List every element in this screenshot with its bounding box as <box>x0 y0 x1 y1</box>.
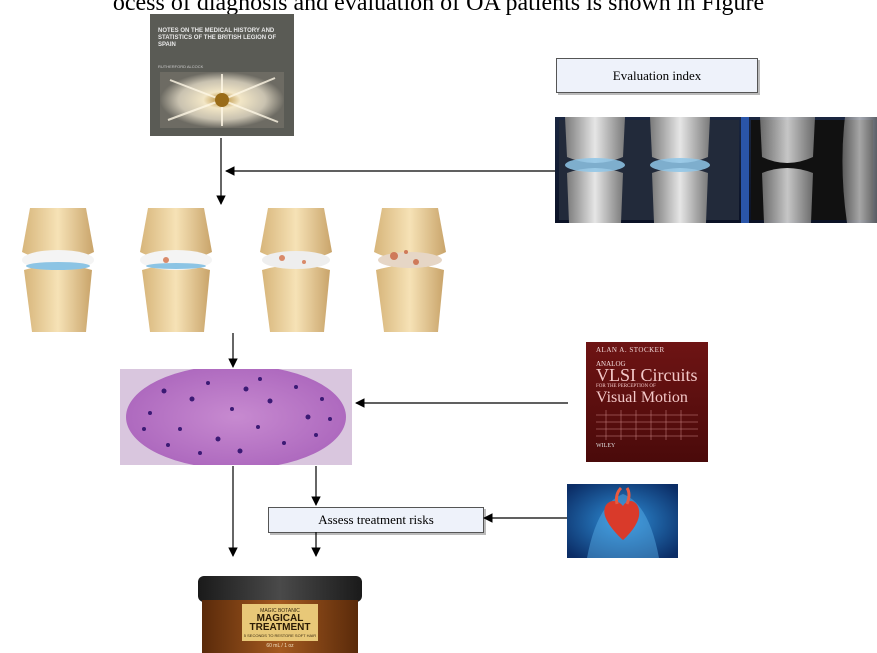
knee-stage-2 <box>140 208 212 332</box>
stained-cells-image <box>120 369 352 465</box>
flower-photo <box>160 72 284 128</box>
treatment-name: MAGICAL TREATMENT <box>242 614 318 632</box>
knee-xray-image <box>555 117 877 223</box>
figure-caption: ocess of diagnosis and evaluation of OA … <box>0 0 877 24</box>
vlsi-book-cover: ALAN A. STOCKER ANALOG VLSI Circuits FOR… <box>586 342 708 462</box>
book-cover-image: NOTES ON THE MEDICAL HISTORY AND STATIST… <box>150 14 294 136</box>
vlsi-book-title-1: VLSI Circuits <box>596 366 698 384</box>
book-cover-title: NOTES ON THE MEDICAL HISTORY AND STATIST… <box>158 28 286 49</box>
assess-treatment-risks-label: Assess treatment risks <box>318 512 434 527</box>
vlsi-book-publisher: WILEY <box>596 443 615 449</box>
knee-stages-image <box>8 208 464 332</box>
treatment-jar-image: MAGIC BOTANIC MAGICAL TREATMENT 5 SECOND… <box>192 574 368 653</box>
treatment-volume: 60 mL / 1 oz <box>242 643 318 649</box>
knee-stage-3 <box>260 208 332 332</box>
evaluation-index-label: Evaluation index <box>613 68 701 83</box>
vlsi-book-author: ALAN A. STOCKER <box>596 346 665 354</box>
vlsi-book-grid-graphic <box>596 410 698 440</box>
assess-treatment-risks-box: Assess treatment risks <box>268 507 484 533</box>
knee-stage-4 <box>374 208 446 332</box>
evaluation-index-box: Evaluation index <box>556 58 758 93</box>
knee-stage-1 <box>22 208 94 332</box>
heart-image <box>567 484 678 558</box>
vlsi-book-title-3: Visual Motion <box>596 390 688 406</box>
treatment-subtitle: 5 SECONDS TO RESTORE SOFT HAIR <box>242 633 318 638</box>
book-cover-author: RUTHERFORD ALCOCK <box>158 64 203 69</box>
